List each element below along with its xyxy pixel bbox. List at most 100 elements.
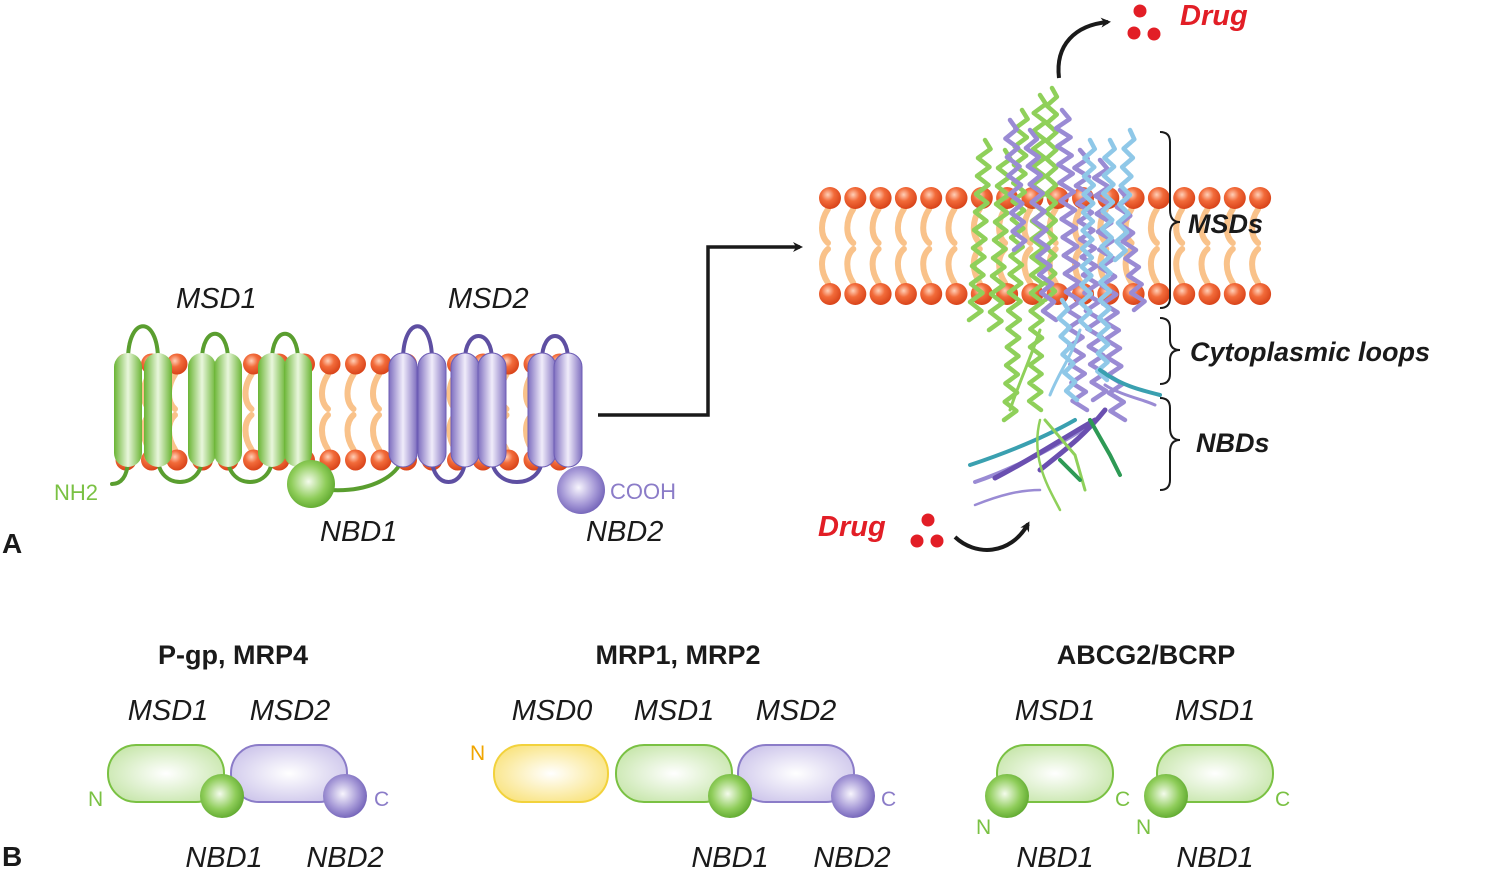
nbd1-ball — [985, 774, 1029, 818]
beta-strand — [1036, 418, 1062, 512]
lipid-head — [894, 187, 917, 209]
nbd1-ball — [200, 774, 244, 818]
beta-strand — [1098, 368, 1162, 397]
msd1-box — [615, 744, 733, 803]
beta-strand — [1008, 328, 1042, 412]
lipid-head — [345, 353, 366, 375]
beta-strand — [1037, 407, 1108, 473]
nbd-label: NBD2 — [306, 842, 383, 869]
alpha-helix — [1056, 297, 1080, 403]
linker-loop — [328, 456, 405, 493]
beta-strand — [1043, 418, 1087, 492]
lipid-head — [869, 283, 892, 305]
msds-bracket — [1159, 131, 1181, 309]
alpha-helix — [1112, 127, 1137, 263]
domain-label: MSD1 — [1015, 695, 1096, 727]
lipid-tail — [319, 371, 331, 412]
nbd1-ball — [1144, 774, 1188, 818]
n-terminus-label: N — [1136, 816, 1151, 839]
lipid-tail — [1198, 246, 1211, 286]
bracket-group — [1159, 131, 1181, 491]
lipid-head — [319, 353, 341, 375]
tm-helix-green — [114, 353, 142, 467]
nbd1-label: NBD1 — [320, 516, 397, 548]
lipid-tail — [370, 412, 382, 453]
msds-label: MSDs — [1188, 209, 1263, 239]
lipid-head — [370, 449, 392, 471]
msd0-box — [493, 744, 609, 803]
msd1-ext-loop — [200, 331, 230, 362]
lipid-tail — [819, 206, 831, 246]
drug-molecules-in — [910, 513, 944, 548]
nbds-label: NBDs — [1196, 428, 1270, 458]
lipid-tail — [1249, 246, 1262, 286]
alpha-helix — [1114, 187, 1147, 313]
lipid-tail — [945, 246, 958, 286]
lipid-tail — [920, 206, 933, 246]
lipid-tail — [1198, 206, 1211, 246]
lipid-head — [894, 283, 917, 305]
lipid-head — [1249, 187, 1272, 209]
beta-strand — [1048, 328, 1082, 397]
msd2-box — [737, 744, 855, 803]
n-terminus-label: N — [470, 742, 485, 765]
tm-helix-purple — [417, 352, 447, 468]
msd2-box — [230, 744, 348, 803]
drug-dot — [1147, 27, 1161, 41]
lipid-head — [1173, 187, 1196, 209]
lipid-tail — [242, 371, 255, 412]
drug-dot — [1127, 26, 1141, 40]
tm-helix-purple — [388, 352, 418, 468]
beta-strand — [968, 418, 1077, 467]
group-abcg2-bcrp: ABCG2/BCRP MSD1 MSD1 N N C C NBD1 NBD1 — [976, 640, 1290, 869]
tm-helix-purple — [553, 352, 583, 468]
lipid-head — [945, 283, 968, 305]
alpha-helix — [1001, 107, 1030, 423]
drug-dot — [1133, 4, 1147, 18]
lipid-tail — [319, 412, 331, 453]
group-title: P-gp, MRP4 — [158, 640, 308, 670]
nbd-label: NBD1 — [185, 842, 262, 869]
efflux-arrow — [1056, 17, 1111, 79]
lipid-head — [1173, 283, 1196, 305]
lipid-tail — [1223, 246, 1236, 286]
lipid-head — [869, 187, 892, 209]
domain-label: MSD1 — [1175, 695, 1256, 727]
lipid-tail — [1021, 206, 1034, 246]
nbd2-ball — [831, 774, 875, 818]
msd2-ext-loop — [463, 334, 494, 362]
lipid-head — [844, 187, 867, 209]
group-title: MRP1, MRP2 — [595, 640, 760, 670]
lipid-head — [920, 283, 943, 305]
drug-molecules-out — [1127, 4, 1161, 41]
lipid-tail — [869, 206, 882, 246]
beta-strand — [1088, 418, 1122, 477]
msd1-int-loop — [226, 456, 274, 484]
nbd2-ball — [323, 774, 367, 818]
lipid-tail — [1223, 206, 1236, 246]
tm-helix-green — [144, 353, 172, 467]
n-terminus-label: N — [88, 788, 103, 811]
msd2-ext-loop — [401, 324, 434, 362]
drug-in-label: Drug — [818, 511, 886, 543]
alpha-helix — [966, 137, 993, 323]
lipid-head — [1223, 283, 1246, 305]
lipid-tail — [894, 246, 907, 286]
drug-dot — [921, 513, 935, 527]
msd1-ext-loop — [270, 331, 300, 362]
lipid-tail — [370, 371, 382, 412]
alpha-helix — [986, 147, 1013, 333]
topology-to-structure-arrow — [598, 242, 803, 417]
domain-label: MSD2 — [250, 695, 331, 727]
nbd-label: NBD1 — [691, 842, 768, 869]
nbd-label: NBD1 — [1016, 842, 1093, 869]
msd2-ext-loop — [540, 334, 570, 362]
c-terminus-label: C — [881, 788, 896, 811]
lipid-tail — [1249, 206, 1262, 246]
lipid-head — [1147, 187, 1170, 209]
nbds-bracket — [1159, 397, 1181, 491]
lipid-head — [1198, 187, 1221, 209]
alpha-helix — [1026, 92, 1049, 413]
lipid-head — [920, 187, 943, 209]
alpha-helix — [1003, 117, 1028, 253]
